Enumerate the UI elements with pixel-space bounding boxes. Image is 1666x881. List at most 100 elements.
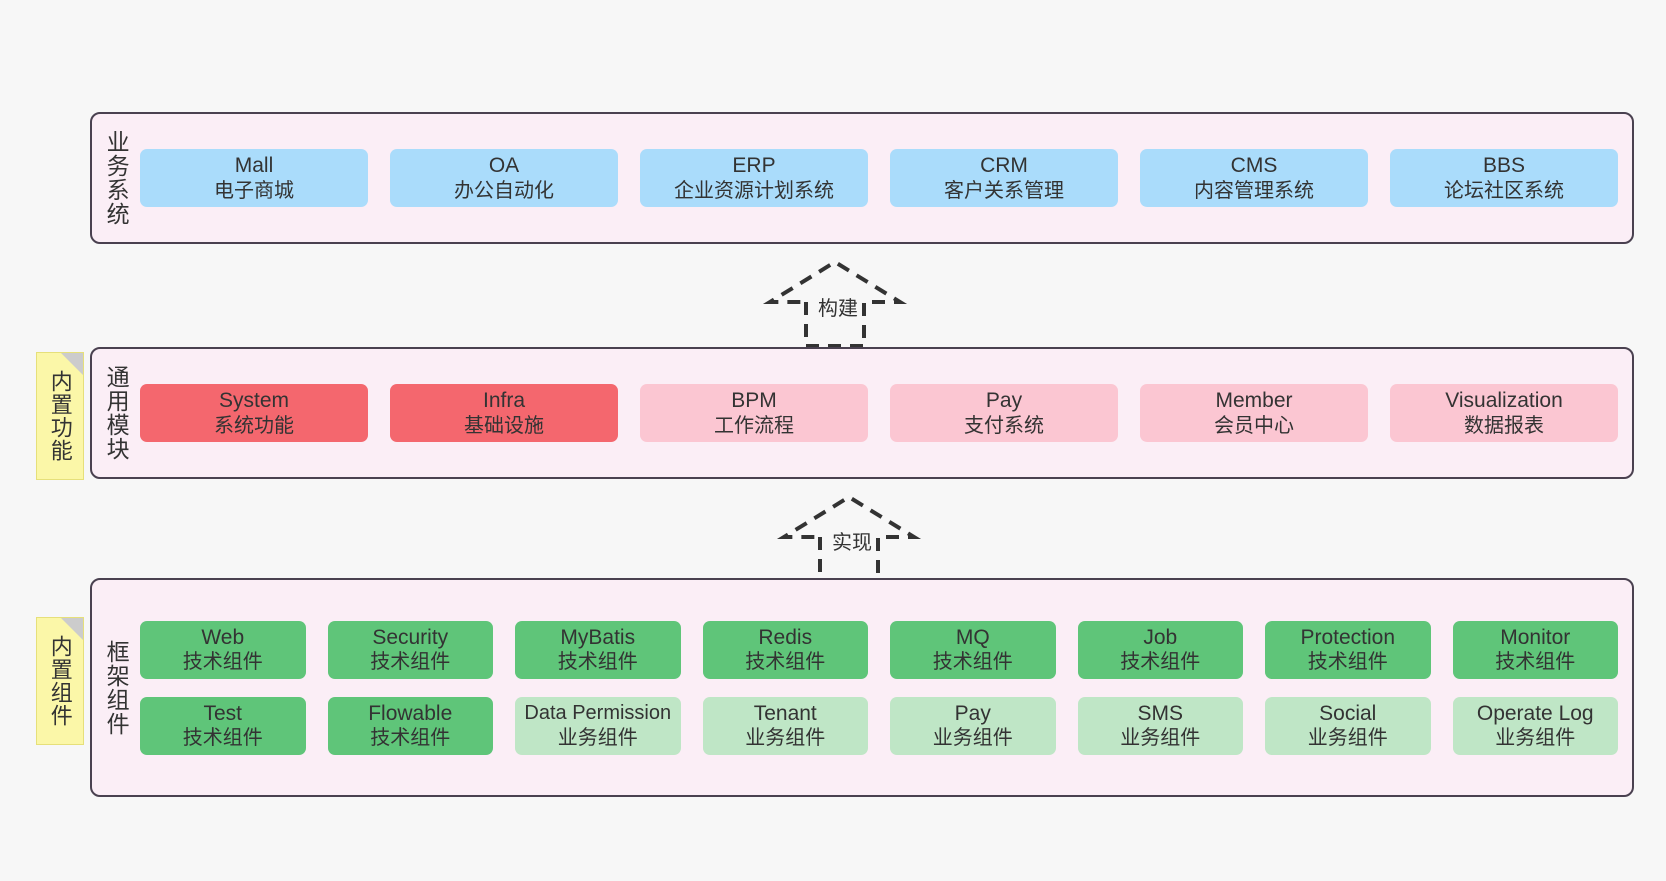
- card-operate-log[interactable]: Operate Log 业务组件: [1452, 696, 1618, 755]
- card-test[interactable]: Test 技术组件: [140, 696, 306, 755]
- card-title-en: MyBatis: [560, 625, 636, 649]
- card-member[interactable]: Member 会员中心: [1140, 384, 1368, 442]
- card-redis[interactable]: Redis 技术组件: [702, 620, 868, 679]
- card-title-en: Social: [1319, 701, 1377, 725]
- card-flowable[interactable]: Flowable 技术组件: [327, 696, 493, 755]
- card-title-cn: 工作流程: [714, 414, 794, 437]
- note-builtin-function: 内置功能: [36, 352, 84, 480]
- card-bbs[interactable]: BBS 论坛社区系统: [1390, 149, 1618, 207]
- card-social[interactable]: Social 业务组件: [1265, 696, 1431, 755]
- card-title-en: Web: [201, 625, 245, 649]
- card-pay-component[interactable]: Pay 业务组件: [890, 696, 1056, 755]
- card-row: Web 技术组件 Security 技术组件 MyBatis 技术组件 Redi…: [140, 620, 1618, 679]
- card-title-cn: 客户关系管理: [944, 179, 1064, 202]
- card-title-en: Flowable: [368, 701, 453, 725]
- card-title-cn: 业务组件: [1495, 727, 1576, 750]
- layer-title-common-module: 通用模块: [103, 365, 130, 461]
- card-title-cn: 数据报表: [1464, 414, 1544, 437]
- card-protection[interactable]: Protection 技术组件: [1265, 620, 1431, 679]
- card-title-cn: 业务组件: [1307, 727, 1388, 750]
- card-mall[interactable]: Mall 电子商城: [140, 149, 368, 207]
- card-title-cn: 技术组件: [370, 727, 451, 750]
- card-title-en: Test: [203, 701, 242, 725]
- card-security[interactable]: Security 技术组件: [327, 620, 493, 679]
- card-title-en: Member: [1215, 389, 1293, 412]
- card-pay[interactable]: Pay 支付系统: [890, 384, 1118, 442]
- note-fold-corner-icon: [61, 353, 83, 375]
- card-title-en: Data Permission: [524, 702, 672, 725]
- card-tenant[interactable]: Tenant 业务组件: [702, 696, 868, 755]
- card-title-cn: 技术组件: [932, 651, 1013, 674]
- card-title-en: System: [218, 389, 289, 412]
- layer-title-framework-component: 框架组件: [103, 639, 130, 736]
- card-web[interactable]: Web 技术组件: [140, 620, 306, 679]
- card-title-cn: 基础设施: [464, 414, 544, 437]
- layer-business-system: 业务系统 Mall 电子商城 OA 办公自动化 ERP 企业资源计划系统 CRM…: [90, 112, 1634, 244]
- card-title-en: Infra: [482, 389, 526, 412]
- card-title-cn: 技术组件: [745, 651, 826, 674]
- card-title-en: CRM: [980, 154, 1028, 177]
- card-title-cn: 技术组件: [1307, 651, 1388, 674]
- card-title-en: OA: [488, 154, 520, 177]
- card-row: System 系统功能 Infra 基础设施 BPM 工作流程 Pay 支付系统…: [140, 384, 1618, 442]
- card-row: Test 技术组件 Flowable 技术组件 Data Permission …: [140, 696, 1618, 755]
- card-title-en: Pay: [954, 701, 991, 725]
- card-title-en: Mall: [234, 154, 274, 177]
- layer-framework-component: 框架组件 Web 技术组件 Security 技术组件 MyBatis 技术组件…: [90, 578, 1634, 797]
- card-job[interactable]: Job 技术组件: [1077, 620, 1243, 679]
- card-sms[interactable]: SMS 业务组件: [1077, 696, 1243, 755]
- card-title-en: Operate Log: [1476, 701, 1594, 725]
- card-title-en: Pay: [985, 389, 1023, 412]
- note-builtin-component: 内置组件: [36, 617, 84, 745]
- card-title-cn: 业务组件: [745, 727, 826, 750]
- card-title-cn: 论坛社区系统: [1444, 179, 1564, 202]
- card-infra[interactable]: Infra 基础设施: [390, 384, 618, 442]
- card-title-en: MQ: [955, 625, 990, 649]
- note-label: 内置功能: [47, 370, 73, 462]
- card-title-cn: 内容管理系统: [1194, 179, 1314, 202]
- card-title-cn: 技术组件: [182, 727, 263, 750]
- card-title-cn: 支付系统: [964, 414, 1044, 437]
- layer-body-business-system: Mall 电子商城 OA 办公自动化 ERP 企业资源计划系统 CRM 客户关系…: [140, 114, 1632, 242]
- layer-body-framework-component: Web 技术组件 Security 技术组件 MyBatis 技术组件 Redi…: [140, 580, 1632, 795]
- card-title-en: Security: [372, 625, 449, 649]
- card-title-en: BBS: [1482, 154, 1526, 177]
- card-oa[interactable]: OA 办公自动化: [390, 149, 618, 207]
- card-title-en: Protection: [1300, 625, 1396, 649]
- card-title-en: ERP: [732, 154, 776, 177]
- card-title-en: Visualization: [1445, 389, 1563, 412]
- card-title-cn: 企业资源计划系统: [674, 179, 834, 202]
- card-crm[interactable]: CRM 客户关系管理: [890, 149, 1118, 207]
- card-cms[interactable]: CMS 内容管理系统: [1140, 149, 1368, 207]
- card-title-cn: 业务组件: [557, 726, 638, 749]
- connector-build-label: 构建: [815, 292, 861, 321]
- card-title-en: Tenant: [753, 701, 817, 725]
- card-title-en: SMS: [1137, 701, 1183, 725]
- card-erp[interactable]: ERP 企业资源计划系统: [640, 149, 868, 207]
- card-title-cn: 电子商城: [214, 179, 294, 202]
- card-title-cn: 业务组件: [932, 727, 1013, 750]
- card-visualization[interactable]: Visualization 数据报表: [1390, 384, 1618, 442]
- card-title-cn: 业务组件: [1120, 727, 1201, 750]
- card-monitor[interactable]: Monitor 技术组件: [1452, 620, 1618, 679]
- card-title-cn: 系统功能: [214, 414, 294, 437]
- card-data-permission[interactable]: Data Permission 业务组件: [515, 696, 681, 755]
- card-title-cn: 办公自动化: [454, 179, 554, 202]
- card-title-cn: 技术组件: [1120, 651, 1201, 674]
- connector-implement-label: 实现: [829, 526, 875, 555]
- card-mq[interactable]: MQ 技术组件: [890, 620, 1056, 679]
- card-title-en: CMS: [1230, 154, 1278, 177]
- layer-common-module: 通用模块 System 系统功能 Infra 基础设施 BPM 工作流程 Pay…: [90, 347, 1634, 479]
- card-row: Mall 电子商城 OA 办公自动化 ERP 企业资源计划系统 CRM 客户关系…: [140, 149, 1618, 207]
- card-title-cn: 技术组件: [1495, 651, 1576, 674]
- card-bpm[interactable]: BPM 工作流程: [640, 384, 868, 442]
- layer-body-common-module: System 系统功能 Infra 基础设施 BPM 工作流程 Pay 支付系统…: [140, 349, 1632, 477]
- card-title-cn: 技术组件: [182, 651, 263, 674]
- card-title-cn: 技术组件: [557, 651, 638, 674]
- note-label: 内置组件: [47, 635, 73, 727]
- card-title-en: Redis: [758, 625, 813, 649]
- card-title-en: Job: [1143, 625, 1178, 649]
- card-mybatis[interactable]: MyBatis 技术组件: [515, 620, 681, 679]
- card-title-cn: 会员中心: [1214, 414, 1294, 437]
- card-system[interactable]: System 系统功能: [140, 384, 368, 442]
